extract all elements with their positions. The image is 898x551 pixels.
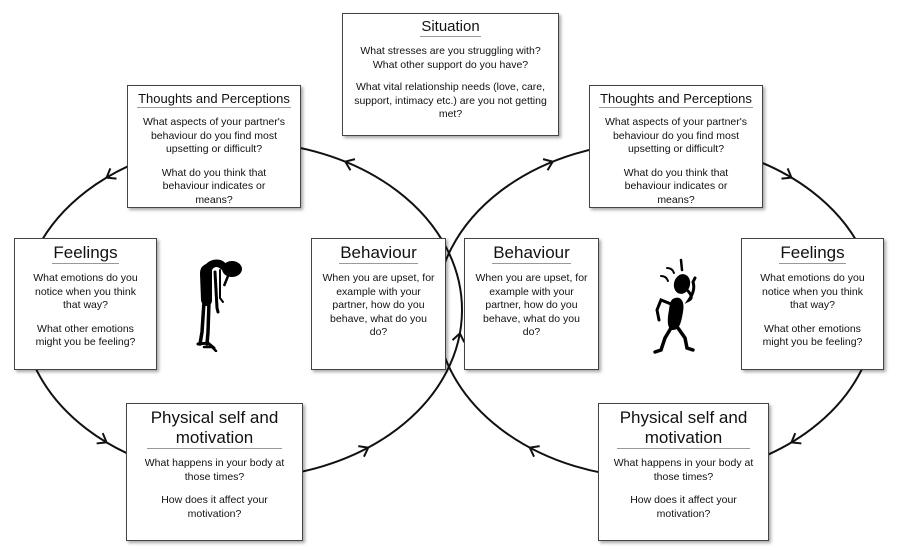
right-thoughts-question-1: What aspects of your partner's behaviour… (604, 116, 748, 155)
left-physical-title: Physical self and motivation (147, 408, 282, 449)
situation-title: Situation (420, 18, 481, 37)
left-feelings-title: Feelings (52, 243, 119, 264)
left-behaviour-box: Behaviour When you are upset, for exampl… (311, 238, 446, 370)
left-cycle-arrowhead-icon (96, 432, 108, 445)
right-physical-box: Physical self and motivation What happen… (598, 403, 769, 541)
right-thoughts-title: Thoughts and Perceptions (599, 91, 753, 108)
right-cycle-arrowhead-icon (781, 167, 793, 180)
right-behaviour-question: When you are upset, for example with you… (475, 272, 588, 338)
left-behaviour-title: Behaviour (339, 243, 418, 264)
right-physical-title: Physical self and motivation (617, 408, 750, 449)
left-feelings-question-2: What other emotions might you be feeling… (35, 322, 136, 349)
left-cycle-arrowhead-icon (358, 445, 370, 458)
left-cycle-arrowhead-icon (105, 167, 117, 180)
right-cycle-arrowhead-icon (528, 445, 540, 458)
right-cycle-arrowhead-icon (542, 158, 555, 171)
left-cycle-arrowhead-icon (451, 331, 466, 343)
left-feelings-question-1: What emotions do you notice when you thi… (33, 272, 138, 311)
situation-box: Situation What stresses are you struggli… (342, 13, 559, 136)
right-physical-question-2: How does it affect your motivation? (630, 494, 737, 520)
right-feelings-title: Feelings (779, 243, 846, 264)
right-thoughts-question-2: What do you think that behaviour indicat… (623, 166, 729, 206)
left-physical-box: Physical self and motivation What happen… (126, 403, 303, 541)
agitated-figure-icon (653, 258, 697, 354)
right-physical-question-1: What happens in your body at those times… (613, 457, 754, 483)
left-thoughts-title: Thoughts and Perceptions (137, 91, 291, 108)
right-thoughts-box: Thoughts and Perceptions What aspects of… (589, 85, 763, 208)
left-thoughts-question-2: What do you think that behaviour indicat… (161, 166, 267, 206)
left-physical-question-2: How does it affect your motivation? (161, 494, 268, 520)
right-feelings-question-1: What emotions do you notice when you thi… (760, 272, 865, 311)
right-behaviour-box: Behaviour When you are upset, for exampl… (464, 238, 599, 370)
left-behaviour-question: When you are upset, for example with you… (322, 272, 435, 338)
right-feelings-question-2: What other emotions might you be feeling… (762, 322, 863, 349)
right-behaviour-title: Behaviour (492, 243, 571, 264)
right-cycle-arrowhead-icon (790, 432, 802, 445)
left-thoughts-box: Thoughts and Perceptions What aspects of… (127, 85, 301, 208)
situation-question-1: What stresses are you struggling with? W… (360, 45, 541, 71)
left-physical-question-1: What happens in your body at those times… (144, 457, 285, 483)
left-thoughts-question-1: What aspects of your partner's behaviour… (142, 116, 286, 155)
situation-question-2: What vital relationship needs (love, car… (354, 81, 547, 120)
right-feelings-box: Feelings What emotions do you notice whe… (741, 238, 884, 370)
dejected-figure-icon (196, 259, 242, 352)
left-cycle-arrowhead-icon (343, 158, 356, 171)
left-feelings-box: Feelings What emotions do you notice whe… (14, 238, 157, 370)
